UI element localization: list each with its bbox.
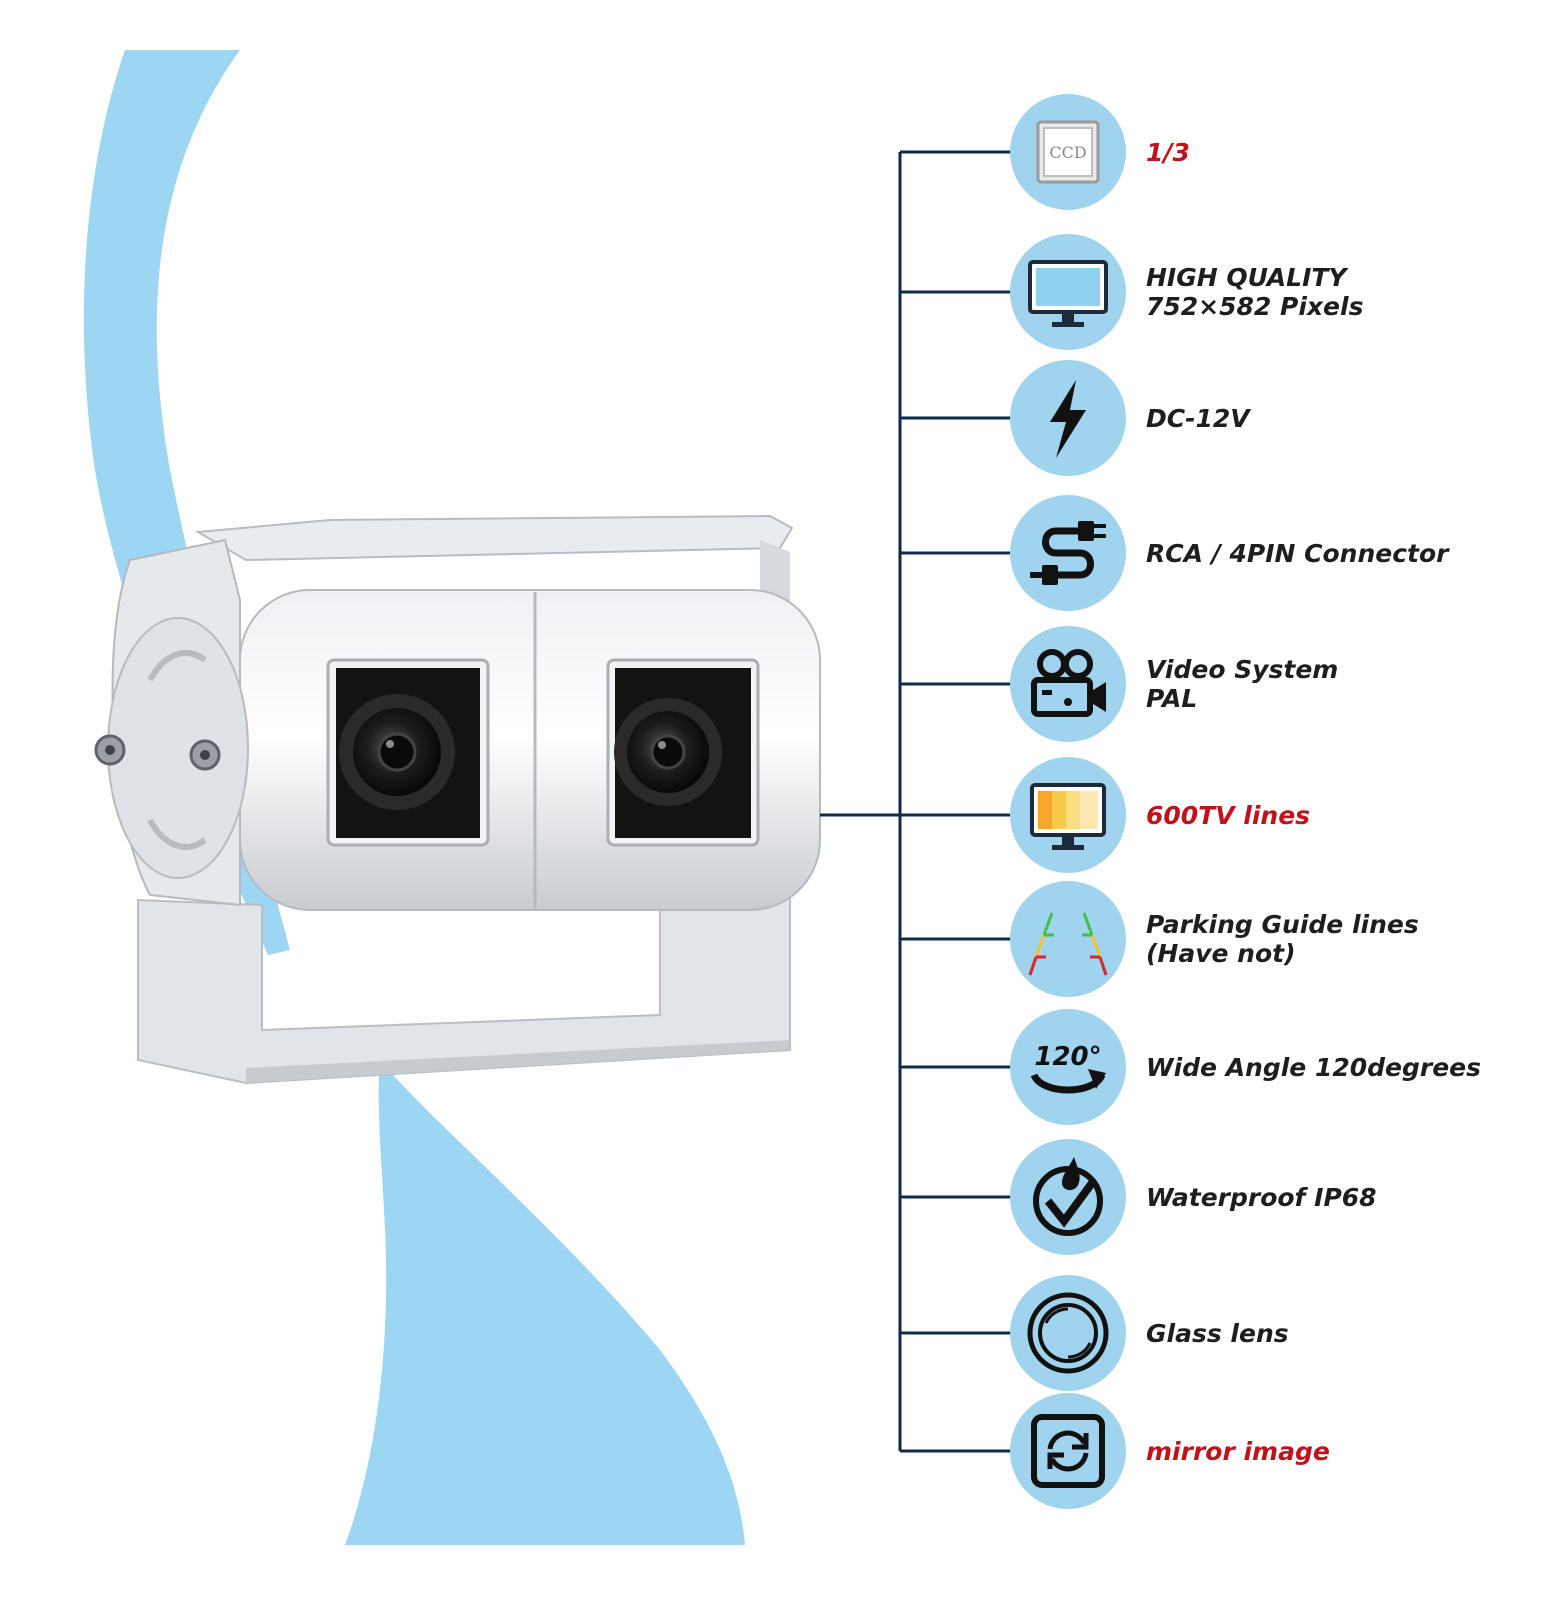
feature-icon-tv-lines xyxy=(1010,757,1126,873)
feature-label-resolution: HIGH QUALITY 752×582 Pixels xyxy=(1146,262,1546,322)
camera-product-image xyxy=(94,514,821,1085)
feature-label-parking: Parking Guide lines (Have not) xyxy=(1146,909,1546,969)
ccd-chip-icon: CCD xyxy=(1036,120,1100,184)
feature-label-video-system: Video System PAL xyxy=(1146,654,1546,714)
feature-icon-ccd: CCD xyxy=(1010,94,1126,210)
feature-icon-video xyxy=(1010,626,1126,742)
glass-lens-icon xyxy=(1027,1292,1109,1374)
feature-video-line-1: Video System xyxy=(1146,655,1339,684)
connector-cable-icon xyxy=(1030,521,1106,585)
feature-label-ccd: 1/3 xyxy=(1146,132,1546,172)
feature-icon-parking xyxy=(1010,881,1126,997)
feature-label-waterproof: Waterproof IP68 xyxy=(1146,1177,1546,1217)
feature-wide-angle-line-1: Wide Angle 120degrees xyxy=(1146,1052,1482,1082)
feature-tv-lines-line-1: 600TV lines xyxy=(1146,800,1311,830)
feature-label-connector: RCA / 4PIN Connector xyxy=(1146,533,1546,573)
feature-parking-line-2: (Have not) xyxy=(1146,939,1296,968)
monitor-icon xyxy=(1028,260,1108,327)
feature-icon-wide-angle: 120° xyxy=(1010,1009,1126,1125)
feature-resolution-line-1: HIGH QUALITY xyxy=(1146,263,1347,292)
feature-label-tv-lines: 600TV lines xyxy=(1146,795,1546,835)
feature-label-wide-angle: Wide Angle 120degrees xyxy=(1146,1047,1546,1087)
connector-lines xyxy=(820,150,1012,1453)
feature-icon-glass-lens xyxy=(1010,1275,1126,1391)
feature-video-line-2: PAL xyxy=(1146,684,1198,713)
feature-mirror-line-1: mirror image xyxy=(1146,1436,1330,1466)
feature-waterproof-line-1: Waterproof IP68 xyxy=(1146,1182,1377,1212)
wide-angle-text: 120° xyxy=(1034,1042,1101,1072)
feature-glass-lens-line-1: Glass lens xyxy=(1146,1318,1289,1348)
tv-lines-icon xyxy=(1030,783,1106,850)
feature-connector-line-1: RCA / 4PIN Connector xyxy=(1146,538,1449,568)
mirror-image-icon xyxy=(1031,1414,1105,1488)
feature-label-mirror: mirror image xyxy=(1146,1431,1546,1471)
feature-icon-connector xyxy=(1010,495,1126,611)
wide-angle-icon: 120° xyxy=(1030,1042,1106,1094)
lightning-bolt-icon xyxy=(1050,380,1086,458)
feature-icon-monitor xyxy=(1010,234,1126,350)
feature-parking-line-1: Parking Guide lines xyxy=(1146,910,1419,939)
video-camera-icon xyxy=(1031,649,1106,717)
feature-label-glass-lens: Glass lens xyxy=(1146,1313,1546,1353)
feature-voltage-line-1: DC-12V xyxy=(1146,403,1250,433)
feature-icon-waterproof xyxy=(1010,1139,1126,1255)
feature-resolution-line-2: 752×582 Pixels xyxy=(1146,292,1364,321)
blue-swoosh-decoration xyxy=(83,50,745,1545)
feature-icon-mirror xyxy=(1010,1393,1126,1509)
feature-label-voltage: DC-12V xyxy=(1146,398,1546,438)
ccd-chip-text: CCD xyxy=(1049,143,1086,162)
feature-icon-power xyxy=(1010,360,1126,476)
parking-lines-icon xyxy=(1028,912,1108,976)
waterproof-icon xyxy=(1033,1157,1103,1236)
feature-ccd-line-1: 1/3 xyxy=(1146,137,1190,167)
